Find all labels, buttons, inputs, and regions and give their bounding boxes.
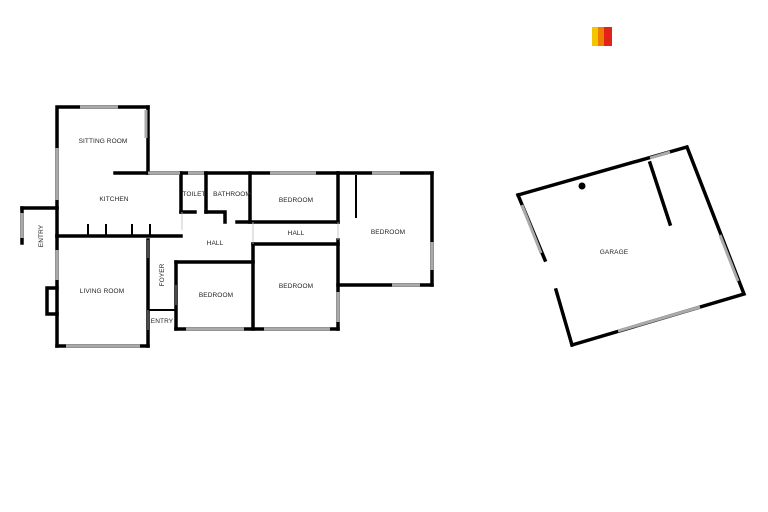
label-garage: GARAGE [600,249,629,256]
garage-fixture-icon [578,182,586,190]
house-doors [147,212,339,330]
agency-logo [592,27,612,46]
label-entry-left: ENTRY [38,224,45,247]
label-entry-front: ENTRY [151,318,174,325]
label-hall-1: HALL [207,240,224,247]
label-bedroom-1: BEDROOM [279,197,313,204]
house-windows [20,105,434,348]
label-bathroom: BATHROOM [213,191,251,198]
garage-walls [515,144,747,348]
label-bedroom-3: BEDROOM [199,292,233,299]
garage-windows [520,150,740,333]
label-sitting-room: SITTING ROOM [79,138,128,145]
label-bedroom-main: BEDROOM [371,229,405,236]
label-foyer: FOYER [159,263,166,286]
label-kitchen: KITCHEN [99,196,128,203]
label-toilet: TOILET [182,191,205,198]
label-living-room: LIVING ROOM [80,288,124,295]
label-bedroom-2: BEDROOM [279,283,313,290]
label-hall-2: HALL [288,230,305,237]
room-labels: SITTING ROOM KITCHEN TOILET BATHROOM BED… [38,138,629,325]
